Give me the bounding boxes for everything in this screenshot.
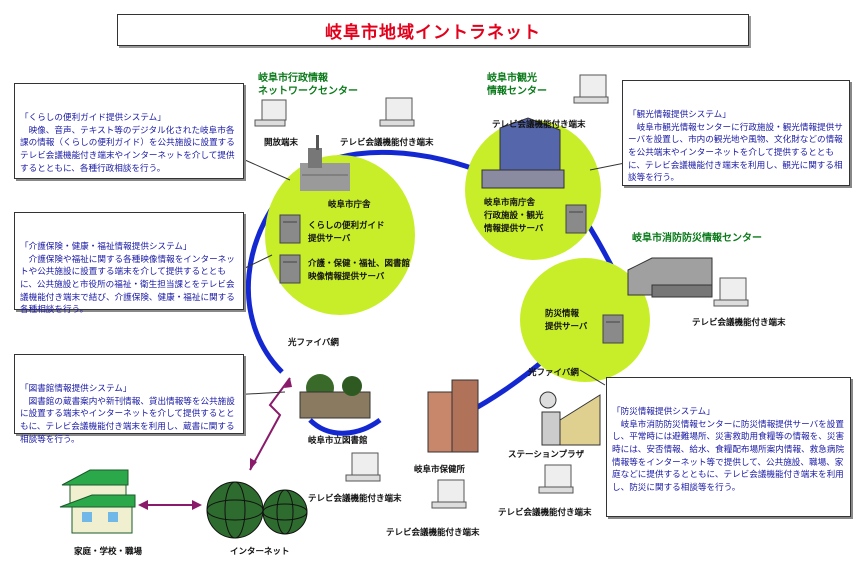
gyosei-circle	[265, 155, 415, 315]
center-shobo: 岐阜市消防防災情報センター	[632, 233, 762, 244]
label-tv-tanmatsu-3: テレビ会議機能付き端末	[692, 318, 786, 328]
label-kurashi-server: くらしの便利ガイド 提供サーバ	[308, 221, 385, 244]
terminal-icon-shobo-tv	[713, 277, 749, 307]
house-icon	[59, 469, 136, 534]
label-tv-tanmatsu-5: テレビ会議機能付き端末	[386, 528, 480, 538]
library-building	[299, 374, 371, 419]
minami-chosha-building	[481, 117, 565, 189]
label-tv-tanmatsu-2: テレビ会議機能付き端末	[492, 120, 586, 130]
desc-bosai-body: 岐阜市消防防災情報センターに防災情報提供サーバを設置し、平常時には避難場所、災害…	[612, 419, 845, 493]
desc-kaigo-heading: 「介護保険・健康・福祉情報提供システム」	[20, 242, 192, 253]
internet-globe-icon	[206, 481, 308, 539]
label-katei: 家庭・学校・職場	[74, 547, 143, 557]
desc-toshokan: 「図書館情報提供システム」 図書館の蔵書案内や新刊情報、貸出情報等を公共施設に設…	[14, 354, 244, 445]
kurashi-server-icon	[279, 214, 301, 244]
desc-toshokan-heading: 「図書館情報提供システム」	[20, 384, 132, 395]
kaigo-server-icon	[279, 254, 301, 284]
desc-kaigo-body: 介護保険や福祉に関する各種映像情報をインターネットや公共施設に設置する端末を介し…	[20, 254, 235, 316]
label-kaigo-server: 介護・保健・福祉、図書館 映像情報提供サーバ	[308, 259, 411, 282]
desc-kurashi-body: 映像、音声、テキスト等のデジタル化された岐阜市各課の情報（くらしの便利ガイド）を…	[20, 125, 235, 174]
desc-kanko-heading: 「観光情報提供システム」	[628, 110, 731, 121]
terminal-icon-library-tv	[345, 452, 381, 482]
internet-link	[249, 377, 291, 471]
desc-kanko: 「観光情報提供システム」 岐阜市観光情報センターに行政施設・観光情報提供サーバを…	[622, 80, 850, 186]
station-plaza-building	[539, 391, 601, 446]
center-kanko: 岐阜市観光 情報センター	[487, 73, 547, 97]
label-tv-tanmatsu-6: テレビ会議機能付き端末	[498, 508, 592, 518]
label-fiber-2: 光ファイバ網	[528, 368, 579, 378]
label-kaiho-tanmatsu: 開放端末	[264, 138, 299, 148]
desc-toshokan-body: 図書館の蔵書案内や新刊情報、貸出情報等を公共施設に設置する端末やインターネットを…	[20, 396, 235, 445]
desc-bosai-heading: 「防災情報提供システム」	[612, 407, 715, 418]
label-toshokan: 岐阜市立図書館	[308, 436, 368, 446]
bosai-server-icon	[602, 314, 624, 344]
kanko-server-icon	[565, 204, 587, 234]
desc-kanko-body: 岐阜市観光情報センターに行政施設・観光情報提供サーバを設置し、市内の観光地や風物…	[628, 122, 843, 184]
label-bosai-server: 防災情報 提供サーバ	[545, 309, 588, 332]
terminal-icon-kanko-tv	[573, 74, 609, 104]
title-box: 岐阜市地域イントラネット	[117, 14, 749, 46]
terminal-icon-station-tv	[538, 464, 574, 494]
desc-kurashi-heading: 「くらしの便利ガイド提供システム」	[20, 113, 166, 124]
city-hall-building	[300, 135, 350, 191]
label-kanko-server: 行政施設・観光 情報提供サーバ	[484, 211, 544, 234]
hokenjo-building	[427, 379, 479, 453]
desc-kaigo: 「介護保険・健康・福祉情報提供システム」 介護保険や福祉に関する各種映像情報をイ…	[14, 212, 244, 315]
desc-bosai: 「防災情報提供システム」 岐阜市消防防災情報センターに防災情報提供サーバを設置し…	[606, 377, 851, 517]
label-tv-tanmatsu-1: テレビ会議機能付き端末	[340, 138, 434, 148]
label-shichosha: 岐阜市庁舎	[328, 200, 371, 210]
label-hokenjo: 岐阜市保健所	[414, 465, 466, 475]
label-minami-chosha: 岐阜市南庁舎	[484, 198, 536, 208]
label-fiber-1: 光ファイバ網	[288, 338, 339, 348]
label-station: ステーションプラザ	[508, 450, 585, 460]
label-internet: インターネット	[230, 547, 290, 557]
shobo-circle	[520, 258, 650, 382]
center-gyosei: 岐阜市行政情報 ネットワークセンター	[258, 73, 358, 97]
desc-kurashi: 「くらしの便利ガイド提供システム」 映像、音声、テキスト等のデジタル化された岐阜…	[14, 83, 244, 179]
label-tv-tanmatsu-4: テレビ会議機能付き端末	[308, 494, 402, 504]
page-title: 岐阜市地域イントラネット	[325, 22, 541, 43]
terminal-icon-hokenjo-tv	[431, 479, 467, 509]
shobo-building	[627, 257, 713, 298]
terminal-icon-gyosei-tv	[379, 97, 415, 127]
terminal-icon-kaiho	[254, 99, 287, 127]
